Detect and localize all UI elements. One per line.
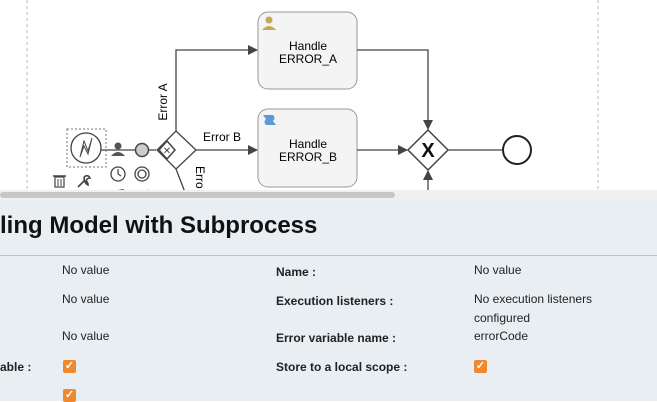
end-event[interactable] xyxy=(502,135,532,165)
flow-label-error-b: Error B xyxy=(203,130,241,144)
script-task-icon xyxy=(263,115,276,125)
name-label: Name : xyxy=(276,265,317,279)
context-pad[interactable]: ✕ xyxy=(53,139,177,199)
task-handle-error-b[interactable]: Handle ERROR_B xyxy=(257,108,358,188)
left-row5-checkbox[interactable]: ✓ xyxy=(63,389,76,402)
properties-panel xyxy=(0,200,657,401)
svg-text:✕: ✕ xyxy=(163,146,171,157)
left-row1-value: No value xyxy=(62,263,110,277)
task-b-line2: ERROR_B xyxy=(279,150,337,164)
left-row3-value: No value xyxy=(62,329,110,343)
bpmn-diagram[interactable]: Handle ERROR_A Handle ERROR_B X xyxy=(0,0,657,200)
event-icon[interactable] xyxy=(134,142,150,158)
error-variable-name-label: Error variable name : xyxy=(276,331,397,345)
error-icon xyxy=(79,137,93,158)
flow-label-error-a: Error A xyxy=(156,83,170,120)
flow-to-task-a[interactable] xyxy=(175,45,258,131)
task-b-line1: Handle xyxy=(289,137,327,151)
diagram-canvas[interactable]: Handle ERROR_A Handle ERROR_B X xyxy=(0,0,657,200)
user-task-icon[interactable] xyxy=(111,142,125,157)
subprocess-border xyxy=(0,0,70,8)
left-row2-value: No value xyxy=(62,292,110,306)
execution-listeners-label: Execution listeners : xyxy=(276,294,394,308)
flow-label-error-c: Erro xyxy=(193,166,207,189)
wrench-icon[interactable] xyxy=(77,174,92,188)
task-a-line1: Handle xyxy=(289,39,327,53)
horizontal-scrollbar-thumb[interactable] xyxy=(0,192,395,198)
timer-event-icon[interactable] xyxy=(110,166,126,182)
join-gateway-symbol: X xyxy=(421,140,435,162)
task-handle-error-a[interactable]: Handle ERROR_A xyxy=(257,11,358,90)
store-local-scope-label: Store to a local scope : xyxy=(276,360,408,374)
left-row4-label: able : xyxy=(0,360,32,374)
left-row4-checkbox[interactable]: ✓ xyxy=(63,360,76,373)
store-local-scope-checkbox[interactable]: ✓ xyxy=(474,360,487,373)
gateway-icon[interactable]: ✕ xyxy=(157,139,177,161)
panel-title: ling Model with Subprocess xyxy=(0,212,318,239)
name-value[interactable]: No value xyxy=(474,263,522,277)
flow-task-a-to-join[interactable] xyxy=(357,49,433,130)
trash-icon[interactable] xyxy=(53,175,66,188)
join-gateway[interactable]: X xyxy=(406,128,450,172)
panel-divider xyxy=(0,255,657,256)
execution-listeners-value-line1[interactable]: No execution listeners xyxy=(474,292,593,306)
task-a-line2: ERROR_A xyxy=(279,52,337,66)
user-task-icon xyxy=(262,16,276,30)
end-event-icon[interactable] xyxy=(134,166,150,182)
error-variable-name-value[interactable]: errorCode xyxy=(474,329,529,343)
execution-listeners-value-line2[interactable]: configured xyxy=(474,311,531,325)
boundary-error-event[interactable] xyxy=(66,128,107,168)
